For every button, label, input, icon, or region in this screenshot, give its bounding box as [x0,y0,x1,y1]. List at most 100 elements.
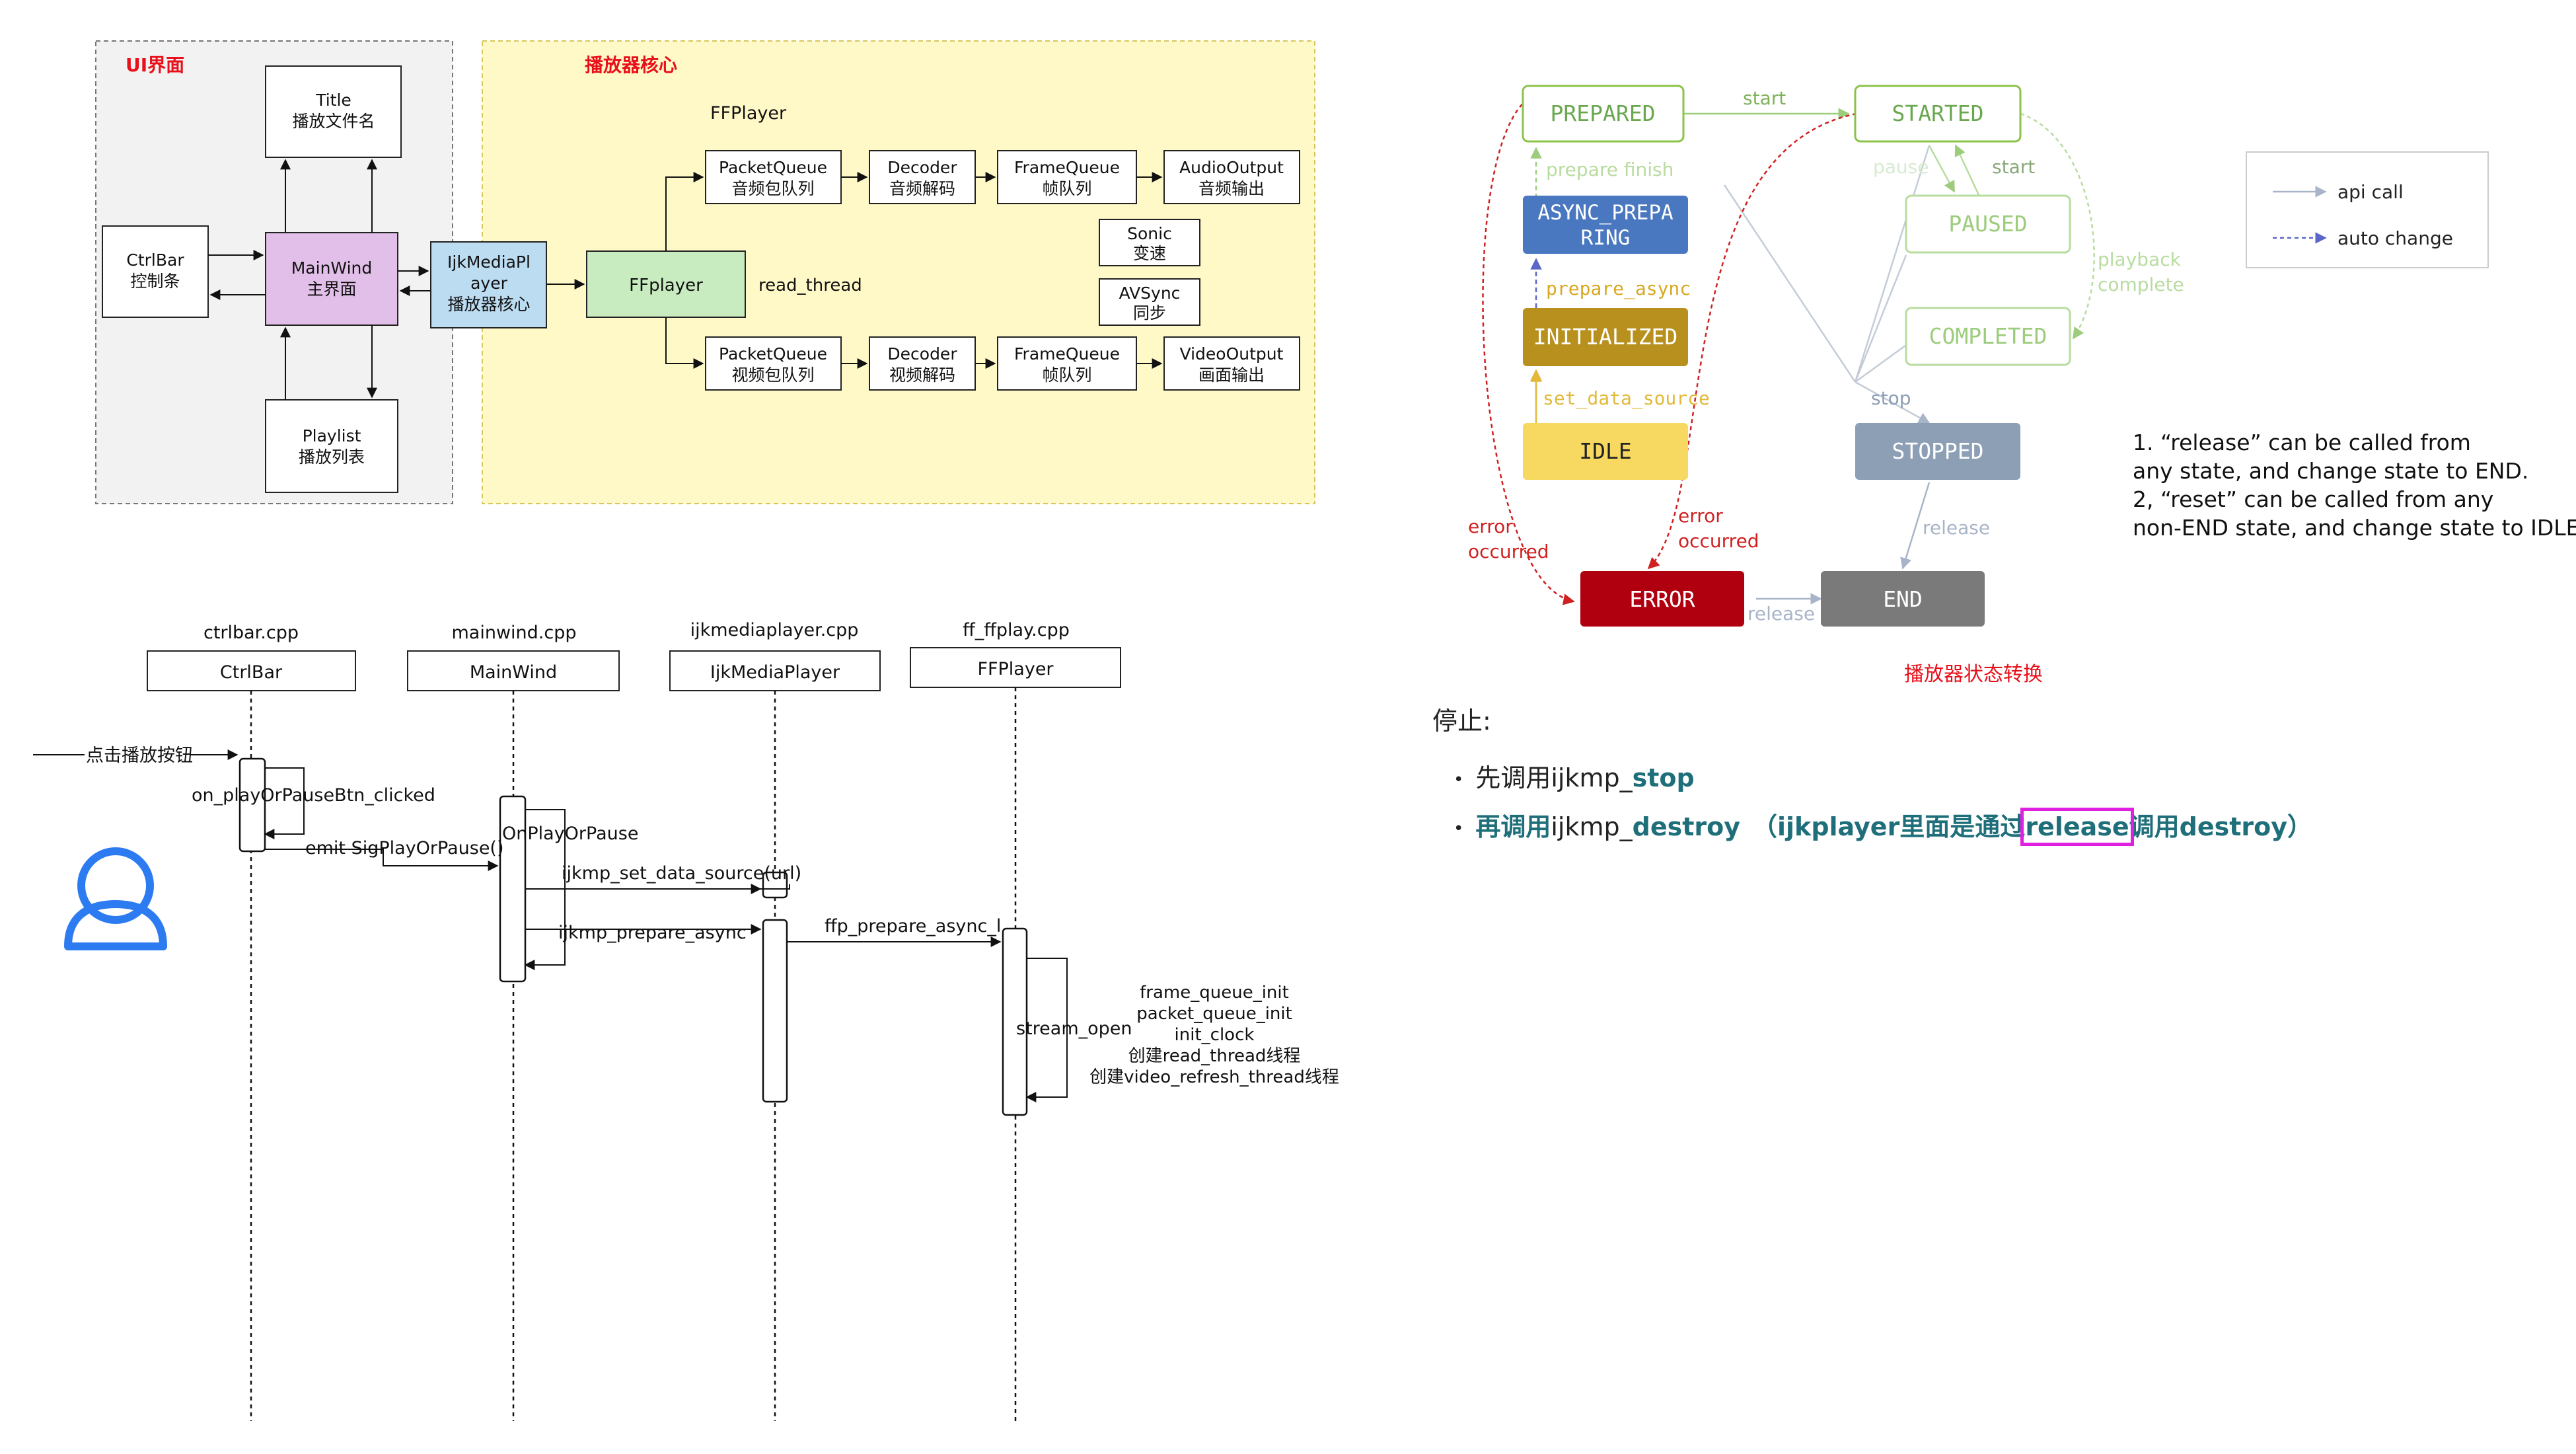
svg-text:PacketQueue: PacketQueue [719,344,827,364]
svg-text:播放文件名: 播放文件名 [292,112,375,131]
state-edges [1482,98,2095,605]
msg-on-play-clicked: on_playOrPauseBtn_clicked [192,785,435,806]
msg-set-data-source: ijkmp_set_data_source(url) [562,863,801,884]
legend-api-call-label: api call [2337,181,2404,203]
legend-auto-change-label: auto change [2337,227,2453,249]
svg-text:音频输出: 音频输出 [1198,179,1265,198]
svg-text:音频包队列: 音频包队列 [731,179,814,198]
svg-text:set_data_source: set_data_source [1543,387,1710,410]
svg-text:FrameQueue: FrameQueue [1014,158,1120,177]
state-error: ERROR [1580,571,1744,627]
svg-text:IjkMediaPl: IjkMediaPl [447,252,531,272]
node-framequeue-video: FrameQueue 帧队列 [997,336,1137,391]
msg-emit-sig: emit SigPlayOrPause() [305,838,504,859]
seq-file-ffplay: ff_ffplay.cpp [963,620,1070,640]
bullet-2-paren-a: （ijkplayer里面是通过 [1752,812,2026,841]
node-sonic: Sonic 变速 [1099,219,1200,266]
svg-text:视频解码: 视频解码 [889,365,955,385]
msg-ffp-prepare: ffp_prepare_async_l [825,916,1001,937]
svg-text:release: release [1748,603,1815,625]
msg-click-play: 点击播放按钮 [86,746,193,766]
bullet-1-func: stop [1632,763,1695,792]
svg-text:同步: 同步 [1133,303,1166,323]
msg-on-play-or-pause: OnPlayOrPause [502,823,638,844]
svg-text:RING: RING [1581,226,1631,250]
svg-text:播放器核心: 播放器核心 [447,295,530,314]
svg-text:IjkMediaPlayer: IjkMediaPlayer [710,662,840,683]
seq-actor-mainwind: MainWind [407,650,620,691]
stop-bullet-1: •先调用ijkmp_stop [1454,757,1695,794]
svg-text:error: error [1678,505,1723,527]
seq-file-mainwind: mainwind.cpp [452,623,577,643]
svg-text:音频解码: 音频解码 [889,179,955,198]
svg-text:STARTED: STARTED [1892,100,1983,126]
user-icon [64,847,167,950]
read-thread-label: read_thread [758,276,862,295]
node-avsync: AVSync 同步 [1099,278,1200,326]
svg-text:画面输出: 画面输出 [1198,365,1265,385]
svg-text:FFplayer: FFplayer [629,276,703,295]
seq-file-ctrlbar: ctrlbar.cpp [203,623,299,643]
bullet-dot: • [1454,769,1464,790]
node-ctrlbar: CtrlBar 控制条 [102,225,209,318]
node-decoder-audio: Decoder 音频解码 [869,150,976,204]
svg-text:init_clock: init_clock [1175,1025,1255,1045]
svg-text:MainWind: MainWind [291,258,373,278]
state-initialized: INITIALIZED [1523,308,1688,366]
svg-text:Decoder: Decoder [887,344,957,364]
svg-text:start: start [1743,87,1786,109]
state-started: STARTED [1854,85,2022,143]
svg-text:pause: pause [1873,156,1929,178]
svg-text:Sonic: Sonic [1127,224,1172,243]
state-note-line-4: non-END state, and change state to IDLE [2133,515,2576,541]
svg-text:INITIALIZED: INITIALIZED [1533,324,1678,350]
svg-text:Playlist: Playlist [303,426,361,445]
bullet-2-func: destroy [1632,812,1740,841]
svg-text:packet_queue_init: packet_queue_init [1136,1004,1292,1024]
architecture-edges [208,159,1163,400]
node-packetqueue-audio: PacketQueue 音频包队列 [705,150,842,204]
node-mainwind: MainWind 主界面 [265,232,398,326]
state-end: END [1821,571,1985,627]
svg-text:ayer: ayer [470,274,507,293]
svg-text:STOPPED: STOPPED [1892,438,1983,464]
node-ijkmediaplayer: IjkMediaPl ayer 播放器核心 [430,241,547,328]
svg-text:Title: Title [315,91,351,110]
svg-text:播放列表: 播放列表 [299,447,365,467]
seq-message-labels: 点击播放按钮 on_playOrPauseBtn_clicked emit Si… [85,743,1132,1039]
bullet-2-mid: ijkmp_ [1551,812,1633,841]
svg-text:error: error [1468,516,1513,537]
svg-text:Decoder: Decoder [887,158,957,177]
node-audiooutput: AudioOutput 音频输出 [1163,150,1300,204]
state-diagram-caption: 播放器状态转换 [1904,663,2043,686]
svg-text:prepare finish: prepare finish [1546,159,1674,180]
svg-text:AudioOutput: AudioOutput [1179,158,1284,177]
svg-text:ASYNC_PREPA: ASYNC_PREPA [1537,201,1674,225]
svg-text:视频包队列: 视频包队列 [731,365,814,385]
state-stopped: STOPPED [1855,423,2020,480]
svg-text:帧队列: 帧队列 [1042,365,1091,385]
svg-text:PREPARED: PREPARED [1551,100,1656,126]
state-diagram: PREPARED STARTED ASYNC_PREPA RING PAUSED… [1468,85,2489,686]
svg-text:FFPlayer: FFPlayer [977,659,1054,679]
svg-text:创建video_refresh_thread线程: 创建video_refresh_thread线程 [1089,1067,1339,1087]
svg-text:start: start [1992,156,2035,178]
svg-text:VideoOutput: VideoOutput [1180,344,1284,364]
bullet-2-prefix: 再调用 [1475,812,1551,841]
node-videooutput: VideoOutput 画面输出 [1163,336,1300,391]
svg-text:COMPLETED: COMPLETED [1929,323,2047,349]
svg-text:PacketQueue: PacketQueue [719,158,827,177]
state-edge-labels: start prepare finish pause start prepare… [1468,87,2184,625]
node-decoder-video: Decoder 视频解码 [869,336,976,391]
svg-text:FrameQueue: FrameQueue [1014,344,1120,364]
state-note-line-3: 2, “reset” can be called from any [2133,486,2494,512]
svg-text:MainWind: MainWind [470,662,557,683]
svg-text:IDLE: IDLE [1579,438,1631,464]
svg-text:occurred: occurred [1468,541,1549,562]
svg-text:控制条: 控制条 [130,272,180,291]
seq-file-ijkmediaplayer: ijkmediaplayer.cpp [690,620,859,640]
state-legend: api call auto change [2246,151,2489,268]
node-playlist: Playlist 播放列表 [265,399,398,493]
svg-text:帧队列: 帧队列 [1042,179,1091,198]
svg-text:变速: 变速 [1133,244,1166,263]
